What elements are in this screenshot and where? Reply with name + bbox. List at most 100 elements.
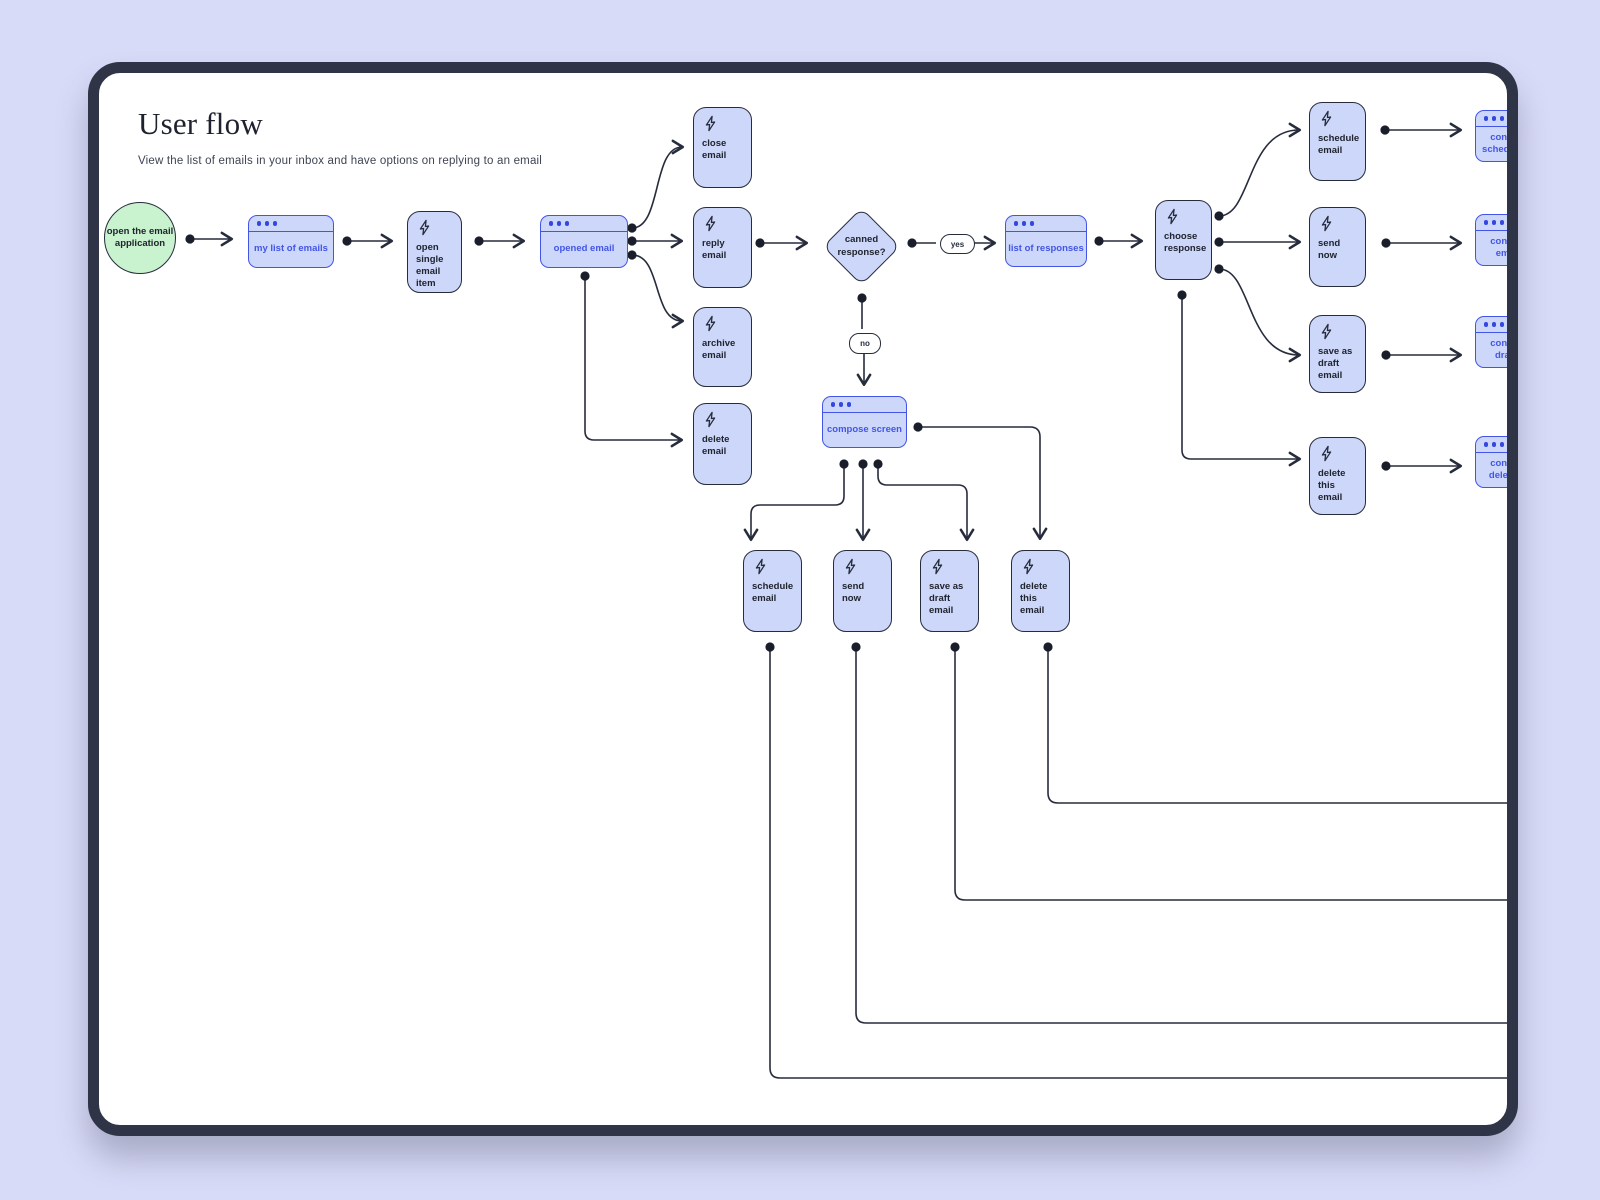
- window-dot-icon: [831, 402, 836, 407]
- node-label: delete this email: [1318, 468, 1346, 504]
- window-dot-icon: [1491, 220, 1497, 225]
- window-dot-icon: [838, 402, 844, 407]
- lightning-icon: [1321, 445, 1332, 462]
- browser-titlebar: [1476, 437, 1507, 453]
- node-label: confirmation draft email: [1490, 337, 1517, 361]
- window-dot-icon: [1484, 220, 1489, 225]
- browser-titlebar: [541, 216, 627, 232]
- page-subtitle: View the list of emails in your inbox an…: [138, 155, 543, 167]
- node-label: my list of emails: [254, 243, 328, 255]
- window-dot-icon: [1499, 116, 1505, 121]
- node-send-now-compose[interactable]: send now: [833, 550, 892, 632]
- window-dot-icon: [1014, 221, 1019, 226]
- window-dot-icon: [556, 221, 562, 226]
- node-label: schedule email: [1318, 133, 1360, 157]
- node-label: schedule email: [752, 581, 794, 605]
- node-delete-email[interactable]: delete email: [693, 403, 752, 485]
- lightning-icon: [1167, 208, 1178, 225]
- window-dot-icon: [1484, 322, 1489, 327]
- lightning-icon: [705, 115, 716, 132]
- edge-label-yes[interactable]: yes: [940, 234, 975, 254]
- browser-titlebar: [823, 397, 906, 413]
- node-label: choose response: [1164, 231, 1207, 255]
- window-dot-icon: [264, 221, 270, 226]
- window-dot-icon: [1491, 116, 1497, 121]
- node-label: canned response?: [837, 234, 886, 258]
- window-dot-icon: [1499, 442, 1505, 447]
- node-opened-email[interactable]: opened email: [540, 215, 628, 268]
- window-dot-icon: [1499, 322, 1505, 327]
- window-dot-icon: [1021, 221, 1027, 226]
- node-my-list-of-emails[interactable]: my list of emails: [248, 215, 334, 268]
- node-label: confirmation scheduled email: [1482, 131, 1518, 155]
- lightning-icon: [419, 219, 430, 236]
- node-label: confirmation deleted email: [1488, 457, 1517, 481]
- node-delete-this-email-compose[interactable]: delete this email: [1011, 550, 1070, 632]
- node-label: archive email: [702, 338, 736, 362]
- node-schedule-email-compose[interactable]: schedule email: [743, 550, 802, 632]
- node-schedule-email[interactable]: schedule email: [1309, 102, 1366, 181]
- node-label: save as draft email: [929, 581, 964, 617]
- node-reply-email[interactable]: reply email: [693, 207, 752, 288]
- lightning-icon: [932, 558, 943, 575]
- window-dot-icon: [846, 402, 852, 407]
- node-save-as-draft-compose[interactable]: save as draft email: [920, 550, 979, 632]
- node-label: delete this email: [1020, 581, 1048, 617]
- node-label: opened email: [553, 243, 615, 255]
- node-close-email[interactable]: close email: [693, 107, 752, 188]
- browser-titlebar: [1006, 216, 1086, 232]
- node-confirmation-draft[interactable]: confirmation draft email: [1475, 316, 1517, 368]
- node-confirmation-deleted[interactable]: confirmation deleted email: [1475, 436, 1517, 488]
- lightning-icon: [1321, 323, 1332, 340]
- browser-titlebar: [249, 216, 333, 232]
- window-dot-icon: [1499, 220, 1505, 225]
- node-confirmation-scheduled[interactable]: confirmation scheduled email: [1475, 110, 1518, 162]
- lightning-icon: [755, 558, 766, 575]
- node-label: reply email: [702, 238, 727, 262]
- node-label: list of responses: [1008, 242, 1084, 254]
- node-compose-screen[interactable]: compose screen: [822, 396, 907, 448]
- node-list-of-responses[interactable]: list of responses: [1005, 215, 1087, 267]
- window-dot-icon: [549, 221, 554, 226]
- node-open-single-email-item[interactable]: open single email item: [407, 211, 462, 293]
- browser-titlebar: [1476, 317, 1507, 333]
- lightning-icon: [1321, 110, 1332, 127]
- node-send-now[interactable]: send now: [1309, 207, 1366, 287]
- flow-connectors: [185, 122, 1507, 1079]
- lightning-icon: [1321, 215, 1332, 232]
- canvas-card: User flow View the list of emails in you…: [88, 62, 1518, 1136]
- pill-label: no: [860, 339, 870, 348]
- node-label: save as draft email: [1318, 346, 1353, 382]
- node-delete-this-email[interactable]: delete this email: [1309, 437, 1366, 515]
- node-open-email-application[interactable]: open the email application: [104, 202, 176, 274]
- browser-titlebar: [1476, 215, 1507, 231]
- window-dot-icon: [1491, 442, 1497, 447]
- edge-label-no[interactable]: no: [849, 333, 881, 354]
- connector-dots: [185, 125, 1391, 652]
- lightning-icon: [1023, 558, 1034, 575]
- node-canned-response-decision[interactable]: canned response?: [822, 207, 901, 286]
- window-dot-icon: [1029, 221, 1035, 226]
- node-choose-response[interactable]: choose response: [1155, 200, 1212, 280]
- window-dot-icon: [564, 221, 570, 226]
- browser-titlebar: [1476, 111, 1507, 127]
- page-title: User flow: [138, 106, 263, 141]
- lightning-icon: [705, 215, 716, 232]
- lightning-icon: [705, 411, 716, 428]
- pill-label: yes: [950, 239, 965, 249]
- node-label: confirmation email sent: [1490, 235, 1518, 259]
- window-dot-icon: [272, 221, 278, 226]
- node-archive-email[interactable]: archive email: [693, 307, 752, 387]
- window-dot-icon: [257, 221, 262, 226]
- lightning-icon: [845, 558, 856, 575]
- window-dot-icon: [1491, 322, 1497, 327]
- node-save-as-draft-email[interactable]: save as draft email: [1309, 315, 1366, 393]
- node-label: compose screen: [827, 423, 902, 435]
- node-label: send now: [1318, 238, 1341, 262]
- node-confirmation-sent[interactable]: confirmation email sent: [1475, 214, 1518, 266]
- window-dot-icon: [1484, 442, 1489, 447]
- node-label: delete email: [702, 434, 730, 458]
- lightning-icon: [705, 315, 716, 332]
- diagram-canvas: User flow View the list of emails in you…: [99, 73, 1518, 1125]
